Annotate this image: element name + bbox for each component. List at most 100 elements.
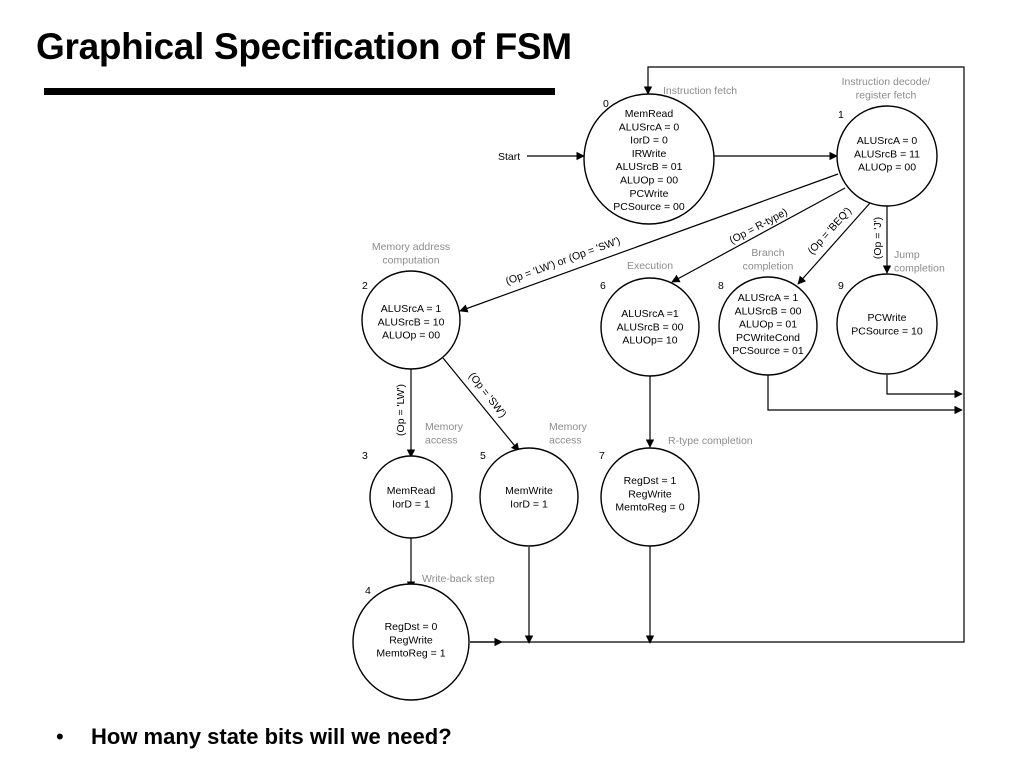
state-signal: ALUSrcB = 00	[735, 305, 802, 317]
state-signal: ALUOp = 01	[739, 319, 797, 331]
slide-title: Graphical Specification of FSM	[36, 26, 572, 67]
state-caption: Memory	[549, 421, 588, 433]
state-signal: ALUOp= 10	[622, 335, 677, 347]
state-signal: RegWrite	[389, 634, 433, 646]
edge-s9-to-return	[886, 375, 963, 399]
state-caption: Jump	[894, 249, 920, 261]
state-number: 0	[603, 98, 609, 110]
state-signal: ALUOp = 00	[620, 175, 678, 187]
start-label: Start	[498, 151, 520, 163]
state-caption: register fetch	[856, 89, 917, 101]
state-number: 3	[362, 450, 368, 462]
state-circle	[718, 276, 818, 376]
edge-s8-to-return	[767, 375, 963, 415]
state-signal: MemRead	[387, 485, 436, 497]
state-signal: PCSource = 01	[732, 345, 804, 357]
state-caption: completion	[894, 262, 945, 274]
condition-r-type: (Op = R-type)	[728, 206, 790, 247]
state-circle	[600, 277, 700, 377]
state-signal: ALUSrcB = 11	[854, 148, 920, 160]
state-signal: ALUSrcB = 10	[378, 316, 445, 328]
state-signal: MemRead	[625, 108, 674, 120]
state-number: 4	[365, 585, 371, 597]
state-signal: ALUSrcA = 1	[381, 303, 442, 315]
state-signal: PCWriteCond	[736, 332, 800, 344]
state-circle	[836, 273, 938, 375]
bullet-marker: •	[56, 724, 64, 749]
state-caption: computation	[382, 254, 439, 266]
state-caption: Execution	[627, 260, 673, 272]
state-number: 2	[362, 280, 368, 292]
state-caption: completion	[743, 260, 794, 272]
state-circle	[361, 270, 461, 370]
state-signal: ALUOp = 00	[858, 162, 916, 174]
state-number: 7	[599, 450, 605, 462]
state-caption: Memory	[425, 421, 464, 433]
state-number: 5	[480, 450, 486, 462]
edge-s1-to-s6	[671, 187, 846, 283]
bullet-text: How many state bits will we need?	[91, 724, 452, 749]
state-signal: IRWrite	[632, 148, 667, 160]
state-signal: ALUSrcB = 00	[617, 321, 684, 333]
state-caption: access	[425, 434, 458, 446]
edge-s1-to-s8	[797, 202, 871, 285]
state-signal: PCSource = 00	[613, 201, 685, 213]
state-signal: ALUSrcA = 0	[857, 135, 918, 147]
state-signal: PCWrite	[630, 188, 669, 200]
state-circle	[836, 105, 938, 207]
state-caption: Memory address	[372, 241, 450, 253]
state-1: 1 Instruction decode/register fetchALUSrc…	[836, 76, 938, 207]
state-signal: ALUSrcB = 01	[616, 161, 683, 173]
state-signal: IorD = 1	[392, 498, 430, 510]
state-circle	[583, 93, 715, 225]
state-number: 6	[600, 280, 606, 292]
state-circle	[352, 583, 470, 701]
state-signal: PCSource = 10	[851, 325, 923, 337]
question-bullet: • How many state bits will we need?	[56, 724, 452, 750]
condition-lw: (Op = 'LW')	[395, 384, 407, 436]
edge-return-to-s0	[470, 66, 965, 643]
state-caption: Write-back step	[422, 573, 495, 585]
edge-s2-to-s5	[442, 357, 520, 452]
state-circle	[600, 447, 700, 547]
state-signal: PCWrite	[868, 312, 907, 324]
state-signal: ALUSrcA = 1	[738, 292, 799, 304]
state-signal: ALUSrcA =1	[621, 308, 679, 320]
state-number: 9	[838, 280, 844, 292]
state-signal: IorD = 0	[630, 135, 668, 147]
state-signal: MemWrite	[505, 485, 553, 497]
condition-beq: (Op = 'BEQ')	[806, 205, 855, 257]
state-caption: Instruction decode/	[842, 76, 931, 88]
state-signal: RegDst = 1	[624, 475, 677, 487]
state-signal: ALUOp = 00	[382, 330, 440, 342]
state-signal: IorD = 1	[510, 498, 548, 510]
state-signal: MemtoReg = 0	[615, 502, 684, 514]
state-caption: Branch	[751, 247, 784, 259]
state-signal: RegWrite	[628, 488, 672, 500]
state-number: 8	[718, 280, 724, 292]
state-signal: RegDst = 0	[385, 621, 438, 633]
state-caption: R-type completion	[668, 435, 753, 447]
condition-jump: (Op = 'J')	[872, 217, 884, 259]
transition-edges	[406, 66, 965, 647]
title-underline	[44, 88, 555, 95]
state-signal: ALUSrcA = 0	[619, 121, 680, 133]
edge-s1-to-s2	[459, 173, 839, 313]
state-caption: Instruction fetch	[663, 85, 737, 97]
state-circle	[369, 455, 453, 539]
state-circle	[479, 447, 579, 547]
state-caption: access	[549, 434, 582, 446]
state-number: 1	[838, 109, 844, 121]
state-signal: MemtoReg = 1	[376, 648, 445, 660]
